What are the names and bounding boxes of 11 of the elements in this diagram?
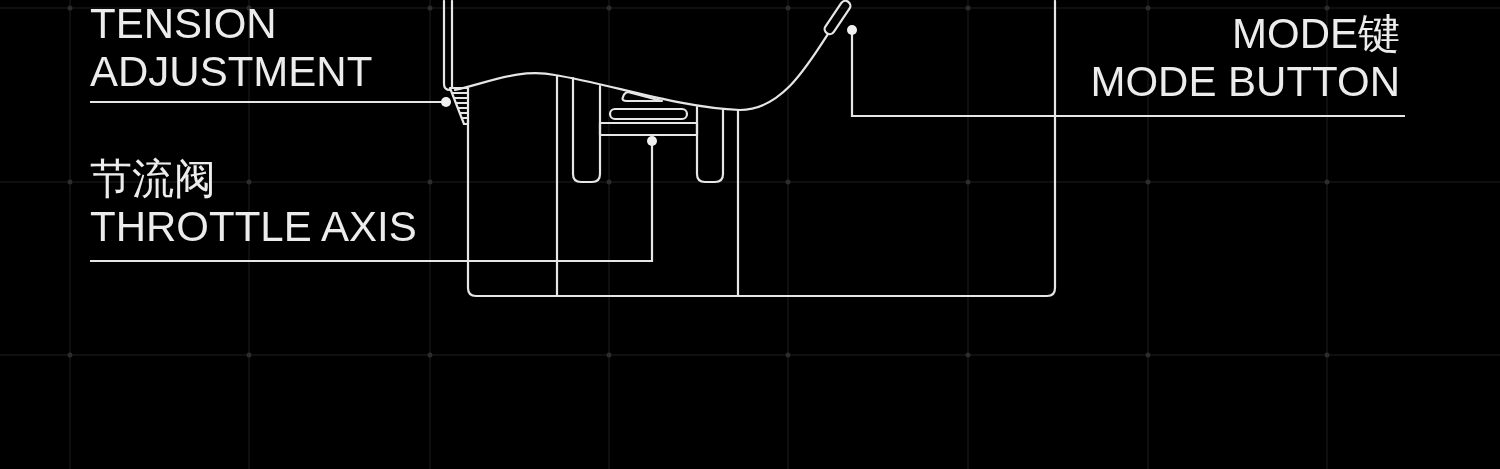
leader-line (90, 136, 657, 263)
callout-label: MODE键 (1232, 10, 1400, 58)
leader-line (90, 97, 451, 107)
callout-label: 节流阀 (90, 155, 216, 203)
callout-label: THROTTLE AXIS (90, 203, 417, 251)
button-capsule (821, 0, 854, 38)
callout-label: TENSION ADJUSTMENT (90, 0, 373, 96)
callout-label: MODE BUTTON (1090, 58, 1400, 106)
leader-line (847, 25, 1405, 118)
tension-screw (448, 86, 470, 126)
throttle-slider (598, 90, 699, 137)
